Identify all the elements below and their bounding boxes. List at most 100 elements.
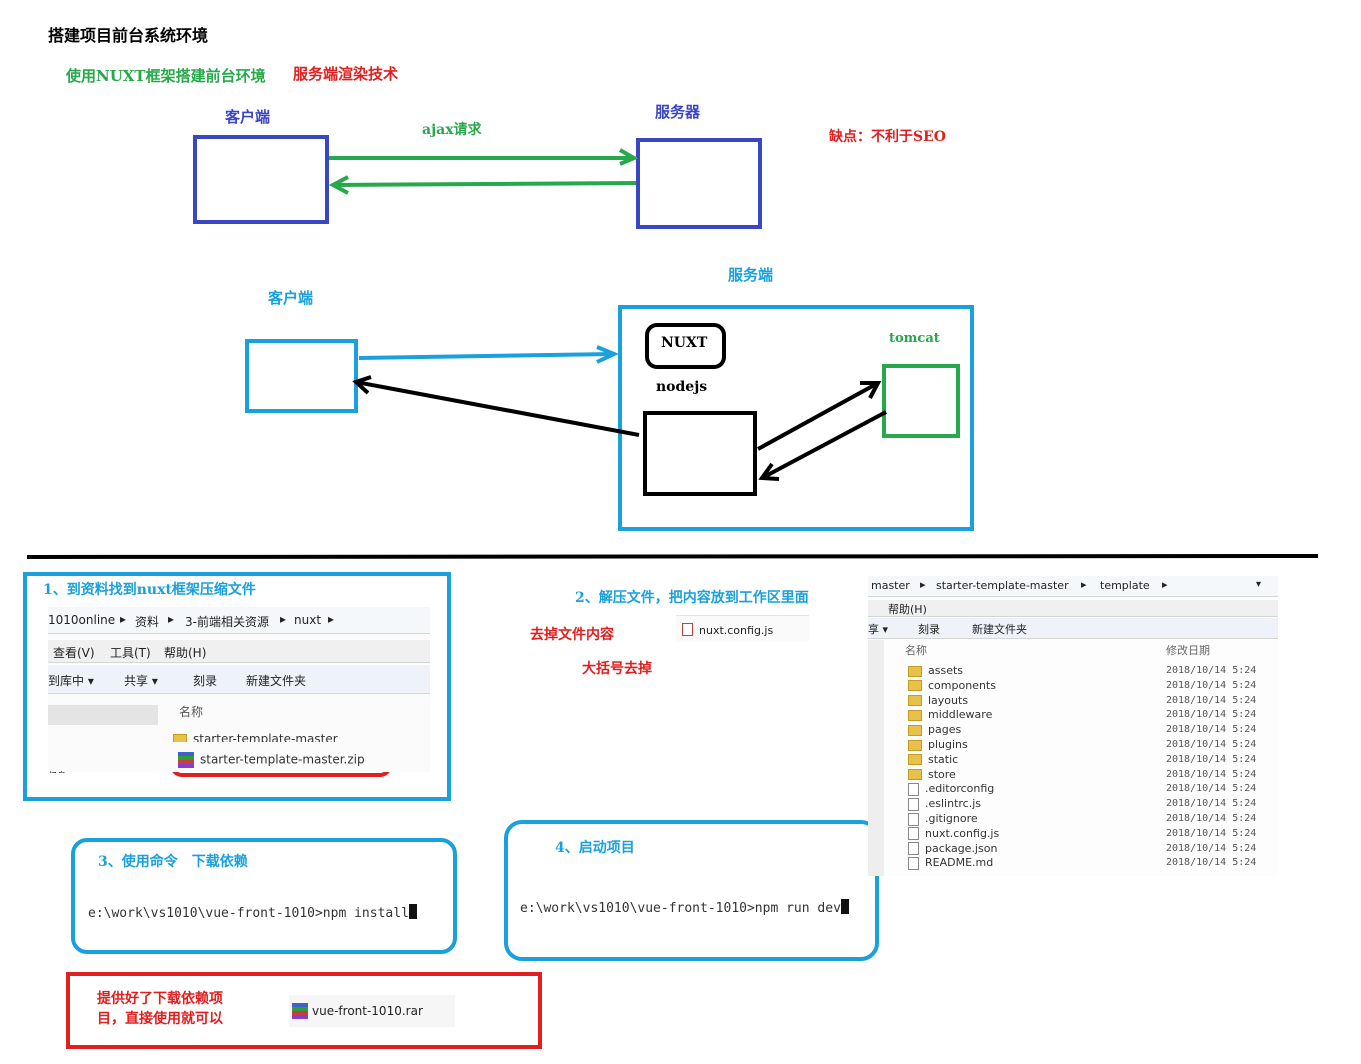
file-date: 2018/10/14 5:24 — [1166, 694, 1257, 706]
step2-title: 2、解压文件，把内容放到工作区里面 — [575, 590, 809, 606]
file-date: 2018/10/14 5:24 — [1166, 709, 1257, 721]
toolbar-share[interactable]: 共享 ▾ — [124, 674, 158, 688]
file-icon — [908, 812, 919, 826]
nodejs-to-client-arrow — [355, 380, 640, 437]
file-row[interactable]: middleware — [908, 708, 992, 721]
file-row[interactable]: components — [908, 679, 996, 692]
breadcrumb-item[interactable]: master — [871, 579, 910, 592]
file-row-zip[interactable]: starter-template-master.zip — [178, 752, 365, 768]
file-row[interactable]: nuxt.config.js — [908, 827, 999, 841]
step2-explorer: master ▸ starter-template-master ▸ templ… — [868, 576, 1278, 876]
file-date: 2018/10/14 5:24 — [1166, 813, 1257, 824]
chevron-down-icon[interactable]: ▾ — [1256, 579, 1262, 590]
step3-frame — [71, 838, 457, 954]
toolbar-new-folder[interactable]: 新建文件夹 — [972, 623, 1027, 636]
client-box-2 — [245, 339, 358, 413]
file-row[interactable]: README.md — [908, 856, 993, 870]
client-to-server-arrow-head — [596, 345, 619, 364]
subtitle-ssr: 服务端渲染技术 — [293, 65, 399, 83]
column-date-header[interactable]: 修改日期 — [1166, 644, 1210, 657]
breadcrumb-sep-icon: ▸ — [280, 612, 287, 626]
cursor-icon — [840, 899, 849, 914]
column-name-header[interactable]: 名称 — [905, 644, 927, 657]
breadcrumb-item[interactable]: starter-template-master — [936, 579, 1069, 592]
config-file-name: nuxt.config.js — [699, 624, 774, 637]
step1-breadcrumb: 1010online ▸ 资料 ▸ 3-前端相关资源 ▸ nuxt ▸ — [48, 607, 430, 634]
nuxt-box — [645, 323, 726, 369]
file-date: 2018/10/14 5:24 — [1166, 798, 1257, 810]
note-text: 提供好了下载依赖项 目，直接使用就可以 — [97, 991, 223, 1027]
step2-note-remove-braces: 大括号去掉 — [582, 661, 652, 677]
folder-icon — [908, 695, 922, 707]
menu-view[interactable]: 查看(V) — [53, 646, 95, 660]
file-row[interactable]: .gitignore — [908, 812, 978, 826]
file-icon — [908, 797, 919, 811]
file-date: 2018/10/14 5:24 — [1166, 724, 1257, 736]
file-row[interactable]: layouts — [908, 694, 968, 707]
breadcrumb-sep-icon: ▸ — [1162, 578, 1168, 591]
breadcrumb-item[interactable]: template — [1100, 579, 1150, 592]
breadcrumb-sep-icon: ▸ — [168, 612, 175, 626]
toolbar-burn[interactable]: 刻录 — [918, 623, 940, 636]
config-file-item[interactable]: nuxt.config.js — [676, 615, 809, 642]
file-date: 2018/10/14 5:24 — [1166, 768, 1257, 780]
step1-menubar: 查看(V) 工具(T) 帮助(H) — [48, 640, 430, 663]
step1-sidebar-item[interactable] — [48, 705, 158, 725]
tomcat-to-nodejs-arrow — [761, 410, 887, 480]
folder-icon — [908, 665, 922, 677]
client-label-2: 客户端 — [268, 289, 314, 307]
file-date: 2018/10/14 5:24 — [1166, 665, 1257, 676]
file-date: 2018/10/14 5:24 — [1166, 857, 1257, 869]
rar-archive-icon — [292, 1003, 308, 1019]
folder-icon — [908, 754, 922, 766]
step4-command: e:\work\vs1010\vue-front-1010>npm run de… — [520, 899, 849, 916]
server-label-1: 服务器 — [655, 103, 701, 121]
step1-frame — [23, 572, 451, 801]
nuxt-label: NUXT — [661, 335, 708, 351]
step4-title: 4、启动项目 — [555, 840, 635, 856]
breadcrumb-sep-icon: ▸ — [120, 612, 127, 626]
file-row[interactable]: store — [908, 768, 956, 781]
file-row[interactable]: package.json — [908, 842, 997, 856]
toolbar-burn[interactable]: 刻录 — [193, 674, 218, 688]
toolbar-library[interactable]: 到库中 ▾ — [48, 674, 94, 688]
file-row[interactable]: pages — [908, 723, 961, 736]
file-date: 2018/10/14 5:24 — [1166, 739, 1257, 750]
breadcrumb-item[interactable]: 3-前端相关资源 — [185, 615, 269, 629]
step4-frame — [504, 820, 879, 961]
zip-archive-icon — [178, 752, 194, 768]
section-divider — [26, 554, 1319, 559]
breadcrumb-item[interactable]: 资料 — [135, 615, 160, 629]
step2-note-remove-content: 去掉文件内容 — [530, 627, 614, 643]
menu-help[interactable]: 帮助(H) — [164, 646, 207, 660]
page-title: 搭建项目前台系统环境 — [48, 26, 209, 45]
file-row[interactable]: plugins — [908, 738, 968, 751]
file-row[interactable]: starter-template-master — [173, 732, 338, 742]
nodejs-box — [643, 411, 757, 496]
breadcrumb-item[interactable]: 1010online — [48, 613, 116, 627]
nodejs-to-tomcat-arrow-head — [860, 381, 882, 399]
js-file-icon — [682, 623, 693, 636]
toolbar-new-folder[interactable]: 新建文件夹 — [246, 674, 307, 688]
file-row[interactable]: static — [908, 753, 958, 766]
file-row[interactable]: .eslintrc.js — [908, 797, 981, 811]
nodejs-to-tomcat-arrow — [757, 381, 879, 451]
client-box-1 — [193, 135, 329, 224]
folder-icon — [908, 680, 922, 692]
file-row[interactable]: assets — [908, 664, 963, 677]
file-icon — [908, 782, 919, 796]
file-date: 2018/10/14 5:24 — [1166, 827, 1257, 839]
nodejs-label: nodejs — [656, 379, 708, 395]
response-arrow — [332, 181, 637, 187]
toolbar-share[interactable]: 享 ▾ — [868, 623, 889, 636]
menu-tools[interactable]: 工具(T) — [110, 646, 151, 660]
file-icon — [908, 842, 919, 856]
rar-file-item[interactable]: vue-front-1010.rar — [289, 995, 455, 1027]
file-row[interactable]: .editorconfig — [908, 782, 994, 796]
side-drive-text: 亿盘 — [48, 769, 66, 773]
breadcrumb-item[interactable]: nuxt — [294, 613, 322, 627]
menu-help[interactable]: 帮助(H) — [888, 603, 927, 616]
column-name-header[interactable]: 名称 — [179, 705, 204, 719]
breadcrumb-sep-icon: ▸ — [328, 612, 335, 626]
tomcat-to-nodejs-arrow-head — [758, 462, 780, 481]
